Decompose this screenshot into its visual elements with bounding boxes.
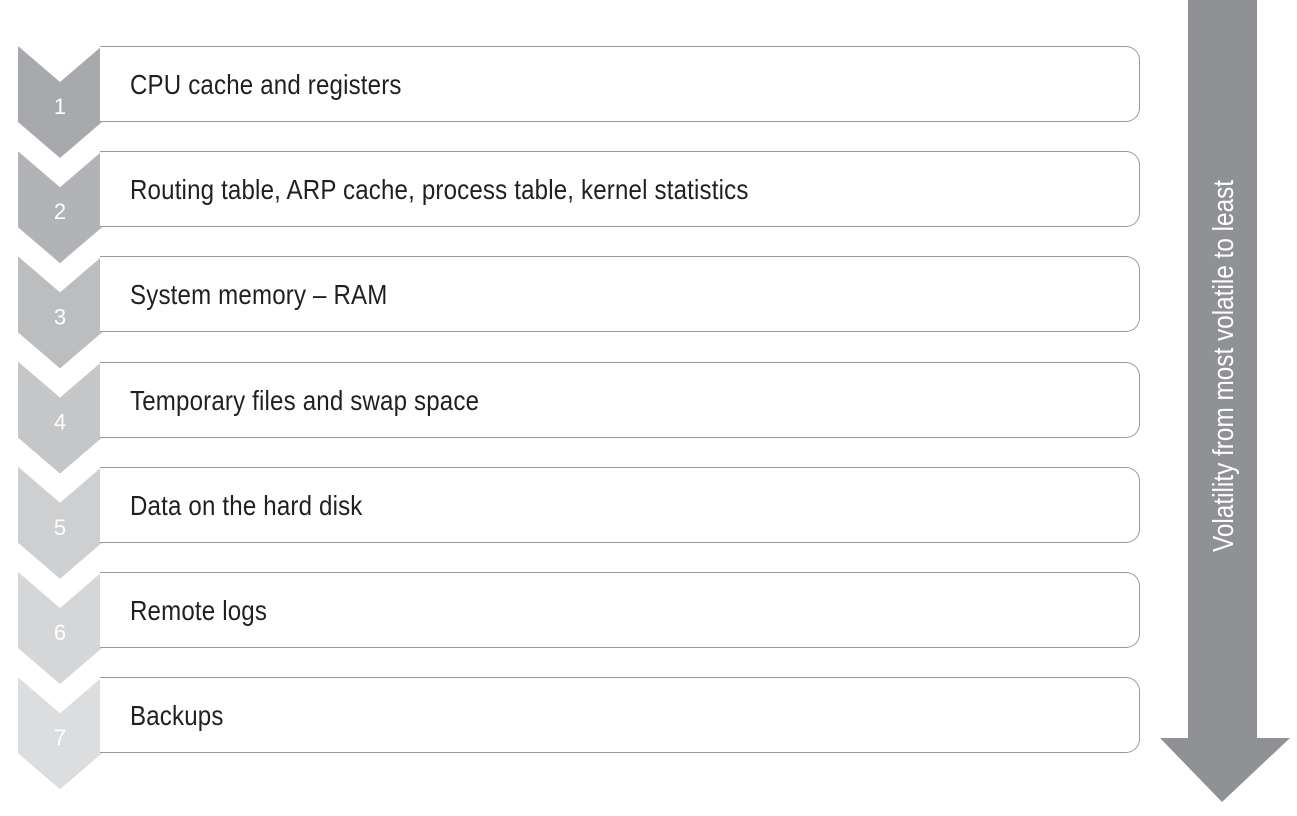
step-label: Routing table, ARP cache, process table,… — [130, 174, 749, 206]
chevron-step-3 — [18, 256, 102, 369]
step-box-2: Routing table, ARP cache, process table,… — [100, 151, 1140, 228]
step-box-7: Backups — [100, 677, 1140, 754]
step-label: System memory – RAM — [130, 279, 388, 311]
step-label: Remote logs — [130, 595, 268, 626]
step-label: Data on the hard disk — [130, 489, 363, 521]
chevron-step-5 — [18, 466, 102, 579]
step-label: Temporary files and swap space — [130, 384, 480, 416]
chevron-step-7 — [18, 677, 102, 790]
step-box-1: CPU cache and registers — [100, 46, 1140, 122]
step-number: 2 — [54, 199, 66, 224]
step-number: 3 — [54, 304, 66, 329]
step-label: CPU cache and registers — [130, 69, 402, 100]
volatility-arrow — [1160, 0, 1290, 802]
step-box-5: Data on the hard disk — [100, 466, 1140, 543]
step-number: 6 — [54, 620, 66, 645]
step-box-4: Temporary files and swap space — [100, 361, 1140, 438]
step-number: 1 — [54, 94, 66, 119]
chevron-step-2 — [18, 151, 102, 264]
step-label: Backups — [130, 700, 224, 732]
step-box-3: System memory – RAM — [100, 256, 1140, 333]
volatility-label: Volatility from most volatile to least — [1207, 179, 1239, 552]
chevron-step-4 — [18, 361, 102, 474]
chevron-step-6 — [18, 572, 102, 684]
step-number: 7 — [54, 725, 66, 750]
step-number: 4 — [54, 410, 66, 435]
step-number: 5 — [54, 515, 66, 540]
step-box-6: Remote logs — [100, 572, 1140, 648]
chevron-step-1 — [18, 46, 102, 158]
